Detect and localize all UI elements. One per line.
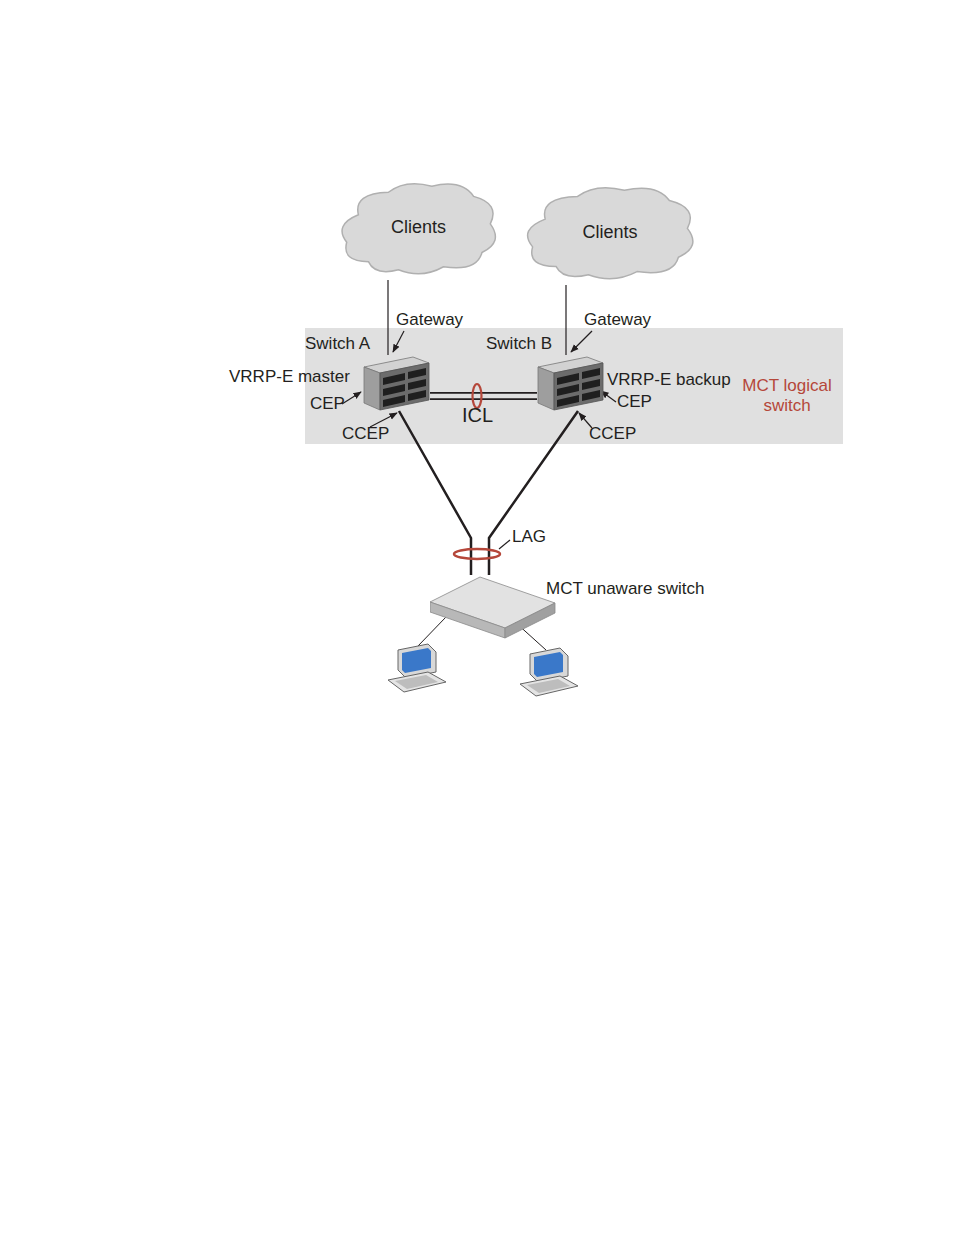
band-label: MCT logical switch xyxy=(735,376,839,416)
connector-group xyxy=(489,411,578,575)
switch-name: MCT unaware switch xyxy=(546,579,704,599)
connector-group xyxy=(388,280,389,355)
switch-node: Switch A xyxy=(363,355,430,411)
cloud-node: Clients xyxy=(335,178,502,280)
callout-label: VRRP-E backup xyxy=(607,370,731,390)
callout-label: CCEP xyxy=(342,424,389,444)
cloud-label: Clients xyxy=(520,222,700,242)
link-line xyxy=(387,280,388,355)
switch-chassis xyxy=(430,577,555,638)
leader-arrow xyxy=(393,331,404,352)
computer-icon xyxy=(520,648,578,696)
leader-arrow xyxy=(579,413,592,428)
computer-icon xyxy=(388,644,446,692)
icl-link xyxy=(430,392,537,400)
switch-name: Switch A xyxy=(305,334,370,354)
leader-line xyxy=(499,540,510,549)
wire xyxy=(418,617,446,646)
link-line xyxy=(565,285,566,355)
logical-switch-band: MCT logical switch Switch A Switch B xyxy=(305,328,843,444)
switch-node: MCT unaware switch xyxy=(430,575,556,641)
connector-group xyxy=(399,411,471,575)
leader-arrow xyxy=(571,331,592,352)
link-line xyxy=(399,411,471,575)
switch-name: Switch B xyxy=(486,334,552,354)
connector-group xyxy=(566,285,567,355)
lag-ring xyxy=(454,549,500,559)
device-shape xyxy=(537,355,604,411)
switch-chassis xyxy=(538,357,603,410)
leader-arrow xyxy=(370,413,397,427)
callout-label: Gateway xyxy=(396,310,463,330)
callout-label: CEP xyxy=(617,392,652,412)
callout-label: CCEP xyxy=(589,424,636,444)
callout-label: CEP xyxy=(310,394,345,414)
slab-shape xyxy=(430,575,556,641)
cloud-label: Clients xyxy=(335,217,502,237)
callout-label: Gateway xyxy=(584,310,651,330)
device-shape xyxy=(363,355,430,411)
switch-node: Switch B xyxy=(537,355,604,411)
callout-label: VRRP-E master xyxy=(229,367,350,387)
link-line xyxy=(489,411,578,575)
band-fill xyxy=(305,328,843,444)
cloud-node: Clients xyxy=(520,182,700,285)
icl-ring xyxy=(473,384,482,408)
connector-group xyxy=(430,396,537,397)
icl-gap xyxy=(430,394,537,398)
leader-arrow xyxy=(342,392,361,404)
callout-label: LAG xyxy=(512,527,546,547)
link-label: ICL xyxy=(462,405,493,425)
switch-chassis xyxy=(364,357,429,410)
